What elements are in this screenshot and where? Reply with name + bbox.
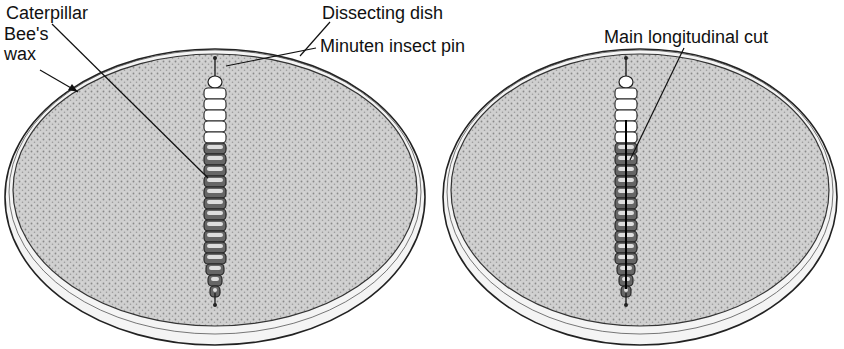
caterpillar-part [204, 132, 226, 143]
caterpillar-part [208, 76, 222, 88]
part-label: Dissecting dish [322, 3, 443, 23]
caterpillar-part [204, 187, 226, 198]
caterpillar-part [204, 121, 226, 132]
arrow-head [68, 84, 78, 92]
caterpillar-part [207, 189, 223, 193]
caterpillar-part [213, 288, 217, 292]
caterpillar-part [204, 242, 226, 253]
caterpillar-part [213, 56, 217, 60]
caterpillar-part [208, 275, 222, 286]
dissecting-dish [443, 49, 837, 345]
caterpillar-part [204, 198, 226, 209]
caterpillar-part [615, 99, 637, 110]
leader-lines [40, 22, 684, 178]
part-label: Minuten insect pin [320, 36, 465, 56]
caterpillar-part [624, 303, 628, 307]
caterpillar-part [204, 231, 226, 242]
caterpillar-part [207, 222, 223, 226]
caterpillar-part [207, 233, 223, 237]
caterpillar-part [204, 154, 226, 165]
caterpillar-part [213, 303, 217, 307]
part-label: Caterpillar [6, 3, 88, 23]
caterpillar-part [204, 209, 226, 220]
caterpillar-part [615, 88, 637, 99]
caterpillar-part [204, 220, 226, 231]
caterpillar-part [207, 211, 223, 215]
caterpillar-part [204, 110, 226, 121]
caterpillar-part [204, 253, 226, 264]
caterpillar-part [204, 88, 226, 99]
caterpillar-part [207, 167, 223, 171]
caterpillar-part [207, 156, 223, 160]
caterpillar-drawing [204, 56, 637, 307]
caterpillar-part [204, 165, 226, 176]
caterpillar-part [619, 76, 633, 88]
caterpillar-part [207, 145, 223, 149]
caterpillar-part [615, 110, 637, 121]
caterpillar-part [211, 277, 219, 281]
caterpillar-part [204, 99, 226, 110]
caterpillar-part [207, 244, 223, 248]
caterpillar-part [207, 200, 223, 204]
part-label: Bee's wax [4, 24, 62, 64]
caterpillar-part [207, 255, 223, 259]
caterpillar-part [204, 143, 226, 154]
caterpillar-part [206, 264, 224, 275]
part-label: Main longitudinal cut [604, 27, 768, 47]
caterpillar-part [209, 266, 221, 270]
caterpillar-part [207, 178, 223, 182]
caterpillar-part [625, 120, 627, 289]
dissecting-dish [5, 49, 425, 345]
caterpillar-part [624, 56, 628, 60]
